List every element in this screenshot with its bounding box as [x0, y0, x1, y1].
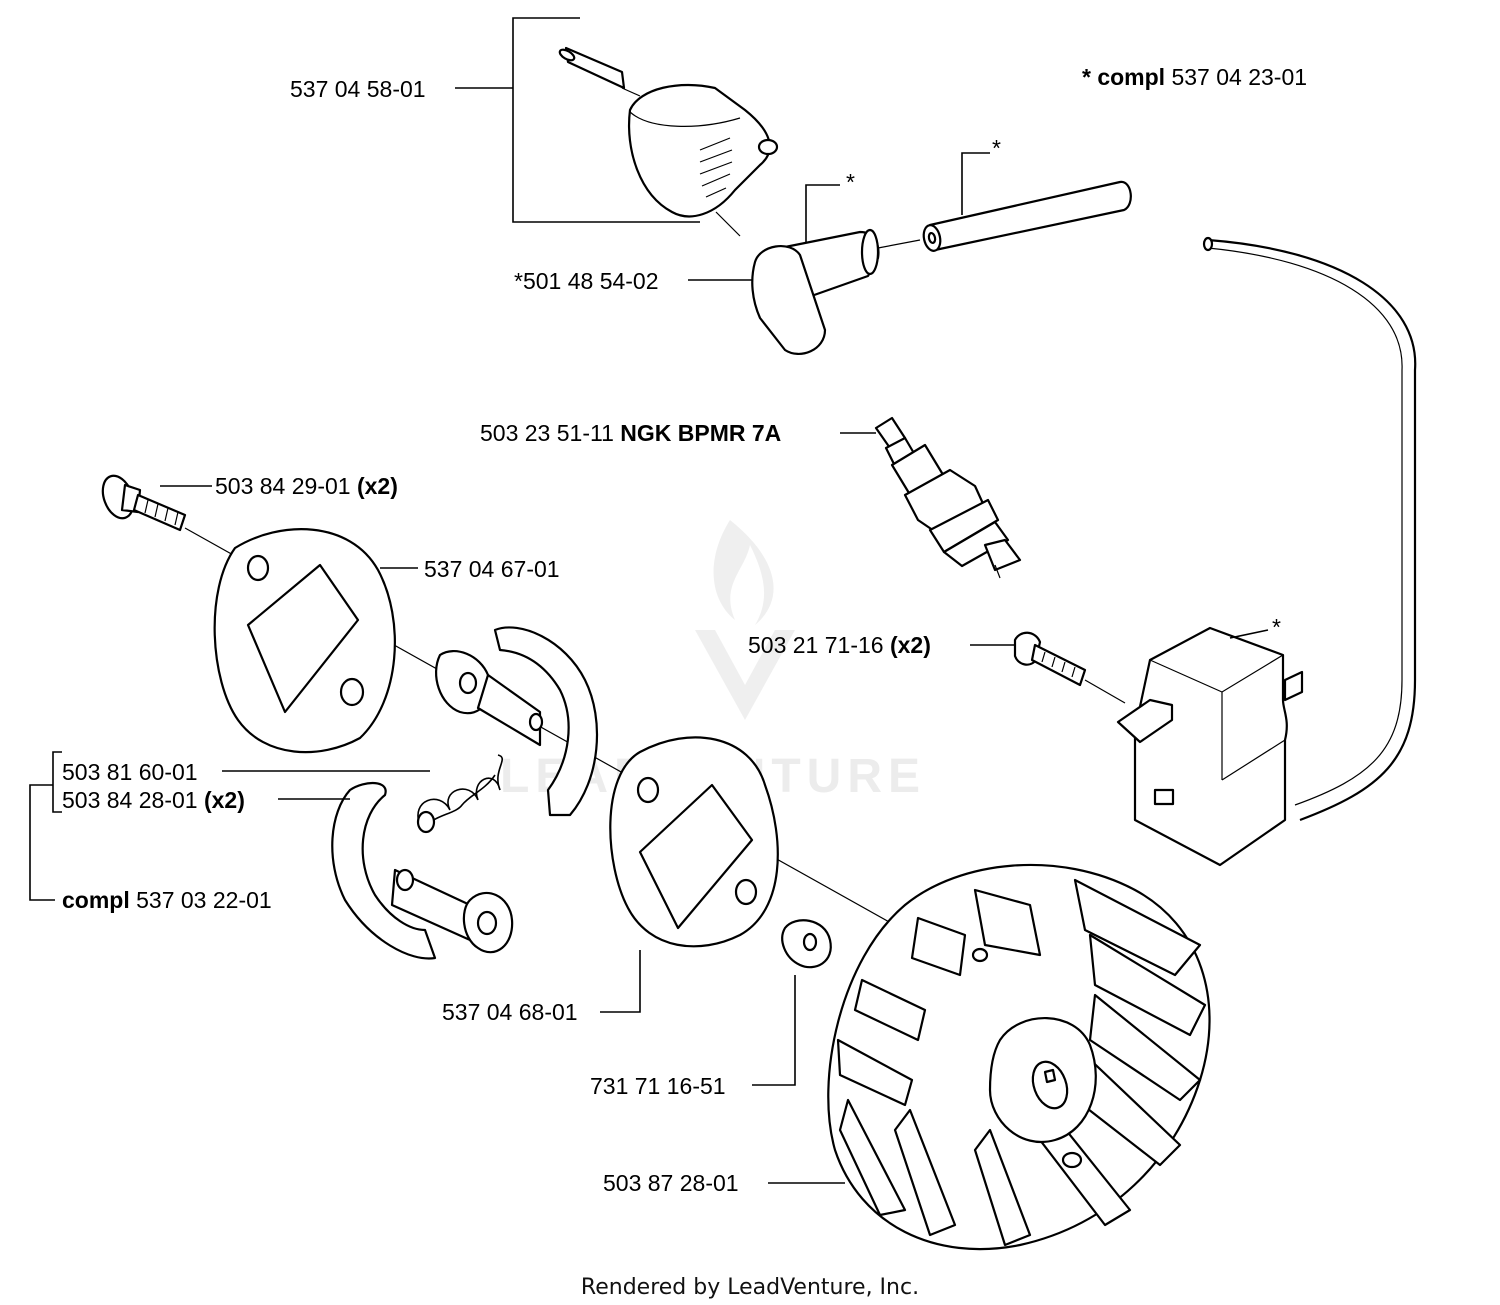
label-star-tube: *	[992, 135, 1001, 161]
label-plate-top: 537 04 67-01	[424, 556, 560, 582]
plug-boot-part	[751, 228, 921, 355]
label-bolt: 503 84 29-01 (x2)	[215, 473, 398, 499]
clutch-plate-top-part	[213, 528, 396, 754]
spark-plug-part	[874, 416, 1022, 579]
clutch-shoe-lower-part	[331, 782, 514, 960]
module-screw-part	[1013, 631, 1087, 687]
ignition-module-part	[1116, 626, 1304, 867]
ignition-tube-part	[922, 180, 1132, 252]
label-washer: 731 71 16-51	[590, 1073, 726, 1099]
clutch-shoe-upper-part	[435, 626, 599, 817]
label-cap: 537 04 58-01	[290, 76, 426, 102]
leader-lines	[29, 17, 1269, 1184]
ignition-wire-end	[1202, 236, 1214, 252]
label-boot: *501 48 54-02	[514, 268, 659, 294]
watermark-logo-icon	[695, 520, 795, 720]
flywheel-part	[827, 863, 1211, 1251]
footer-credit: Rendered by LeadVenture, Inc.	[581, 1275, 919, 1300]
shoulder-bolt-part	[101, 474, 187, 532]
label-star-boot: *	[846, 169, 855, 195]
clutch-plate-bottom-part	[609, 736, 779, 948]
label-compl-ignition: * compl 537 04 23-01	[1082, 64, 1307, 90]
label-plate-bottom: 537 04 68-01	[442, 999, 578, 1025]
label-compl-clutch: compl 537 03 22-01	[62, 887, 272, 913]
clutch-spring-part	[416, 754, 504, 834]
label-spark-plug: 503 23 51-11 NGK BPMR 7A	[480, 420, 781, 446]
label-flywheel: 503 87 28-01	[603, 1170, 739, 1196]
label-module-screw: 503 21 71-16 (x2)	[748, 632, 931, 658]
label-shoe: 503 84 28-01 (x2)	[62, 787, 245, 813]
washer-part	[781, 919, 832, 969]
label-spring: 503 81 60-01	[62, 759, 198, 785]
label-star-module: *	[1272, 614, 1281, 640]
spark-plug-cap-part	[558, 46, 779, 237]
ignition-wire-part	[1207, 247, 1403, 806]
